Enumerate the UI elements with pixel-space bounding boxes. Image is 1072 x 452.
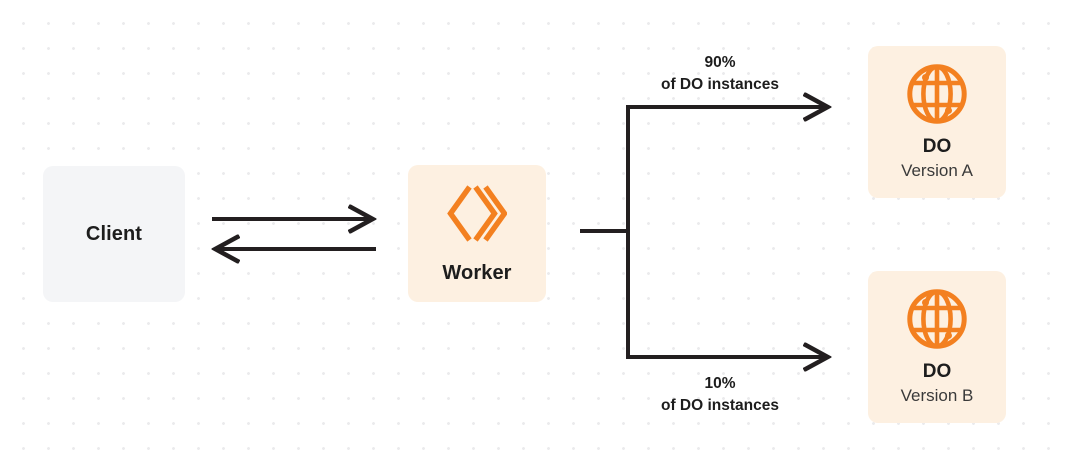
edge-label-do-a: 90% of DO instances (612, 52, 828, 97)
node-worker-label: Worker (442, 261, 512, 284)
arrow-worker-to-do-b (626, 231, 828, 357)
durable-object-globe-icon (906, 63, 968, 125)
node-do-b-label: DO (922, 360, 952, 382)
edge-label-do-a-percent: 90% (704, 54, 736, 71)
node-client-label: Client (85, 223, 143, 245)
node-do-b-sublabel: Version B (900, 385, 974, 405)
node-worker[interactable]: Worker (408, 165, 546, 302)
node-do-version-b[interactable]: DO Version B (868, 271, 1006, 423)
node-client[interactable]: Client (43, 166, 185, 302)
node-do-a-sublabel: Version A (901, 160, 973, 180)
node-do-a-label: DO (922, 135, 952, 157)
edge-label-do-b-percent: 10% (704, 375, 736, 392)
edge-label-do-a-caption: of DO instances (661, 76, 779, 94)
node-do-version-a[interactable]: DO Version A (868, 46, 1006, 198)
edge-label-do-b: 10% of DO instances (612, 373, 828, 418)
cloudflare-workers-icon (447, 183, 508, 245)
arrow-worker-to-do-a (626, 107, 828, 231)
durable-object-globe-icon (906, 288, 968, 350)
edge-label-do-b-caption: of DO instances (661, 397, 779, 415)
